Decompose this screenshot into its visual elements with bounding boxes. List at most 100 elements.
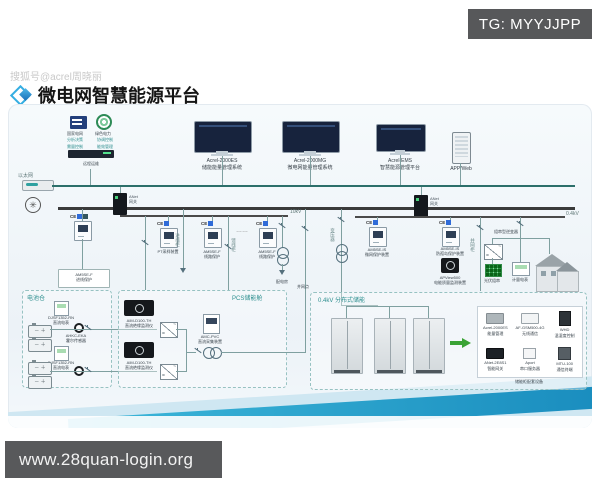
wire: [176, 329, 186, 330]
ce-badge: CE: [70, 214, 89, 219]
wire: [492, 238, 493, 244]
acc-name: 温湿度控制: [554, 332, 575, 338]
pcs-converter-icon: [160, 322, 178, 338]
monitor-stand: [304, 151, 316, 154]
device-model: APView500: [439, 275, 461, 280]
device-name: 电能质量监测装置: [434, 280, 466, 286]
bus-10kv-label: 10kV: [290, 209, 302, 215]
wire: [520, 238, 521, 262]
bus-04kv-label: 0.4kV: [566, 211, 579, 217]
wire: [82, 209, 83, 221]
app-label: APP/Web: [450, 166, 472, 172]
main-bus: [58, 207, 575, 210]
battery-icon: [28, 360, 52, 375]
down-arrow-icon: [279, 270, 285, 278]
wire: [460, 163, 461, 185]
device-name: 直流采集装置: [198, 339, 222, 345]
cabinet-vlabel: 馈线柜: [231, 238, 237, 252]
ems-device-icon: [486, 313, 505, 325]
ce-badge: CE: [366, 220, 379, 225]
wire: [222, 156, 223, 185]
ce-badge: CE: [439, 220, 452, 225]
device-name: 直流绝缘监测仪: [125, 365, 153, 371]
monitor-name: 储能能量管理系统: [202, 165, 242, 171]
pv-string-icon: [485, 264, 502, 277]
hall-sensor-label: AHKC-EKA 霍尔传感器: [54, 333, 98, 343]
monitor-base: [211, 154, 233, 156]
battery-icon: [28, 323, 52, 338]
cloud-tag: 能效管理: [97, 144, 113, 149]
dc-meter-icon: [54, 301, 69, 316]
wire: [168, 216, 169, 224]
device-name: 霍尔传感器: [66, 338, 86, 344]
feeder-wire: [183, 209, 184, 269]
switch-icon: [278, 223, 286, 233]
monitor-label: Acrel-2000ES 储能能量管理系统: [189, 158, 255, 171]
device-model: AM5SE-IS: [367, 247, 387, 252]
acc-model: AF-GSM500-4G: [515, 325, 545, 331]
device-label: AM5SE-F 线路保护: [246, 249, 288, 259]
switch-icon: [194, 348, 202, 358]
acc-model: WHD: [559, 327, 570, 333]
gateway-model: ANet: [129, 194, 138, 199]
serial-server-icon: [523, 348, 537, 360]
device-name: 进线保护: [76, 277, 92, 283]
remote-server-label: 远程运维: [83, 161, 99, 166]
ethernet-switch-icon: [22, 180, 54, 191]
hall-sensor-icon: [74, 323, 84, 333]
device-model: AHKC-EKA: [65, 333, 87, 338]
wire: [346, 306, 347, 318]
grid-icon-label: 国家电网: [67, 131, 83, 136]
microgrid-protection-icon: [369, 227, 387, 247]
wire: [341, 305, 378, 306]
remote-server-icon: [68, 150, 114, 158]
storage-cabinet-icon: [413, 318, 445, 374]
inverter-label: 组串型逆变器: [494, 229, 518, 234]
monitor-name: 微电网能量管理系统: [287, 165, 332, 171]
cloud-tag: 需量控制: [67, 144, 83, 149]
dc-wire: [50, 371, 157, 372]
wire: [492, 238, 550, 239]
monitor-screen: [282, 121, 340, 153]
insulation-monitor-label: AIM-D100-TH 直流绝缘监测仪: [114, 360, 164, 370]
gateway-label: ANet 网关: [430, 196, 439, 207]
switch-icon: [84, 367, 92, 377]
wire: [282, 264, 283, 270]
feeder-wire: [480, 217, 481, 291]
wire: [400, 155, 401, 185]
window: [551, 271, 556, 276]
gateway-icon: [113, 193, 127, 215]
switch-icon: [84, 325, 92, 335]
device-model: AIM-D100-TH: [126, 318, 152, 323]
wave-base: [8, 416, 592, 428]
wire: [428, 306, 429, 318]
transformer-icon: [277, 254, 289, 266]
battery-room-title: 电池仓: [27, 296, 46, 302]
line-protection-device-icon: [204, 228, 222, 248]
dc-meter-label: DJSF1352-RN 直流电表: [38, 360, 84, 370]
device-label: APView500 电能质量监测装置: [425, 275, 475, 285]
device-name: 防孤岛保护装置: [436, 251, 464, 257]
device-name: 微网保护装置: [365, 252, 389, 258]
acc-model: MTU-100: [556, 361, 573, 367]
device-model: AMC-PVC: [200, 334, 220, 339]
cabinet-vlabel: 并网柜: [470, 238, 476, 252]
ce-badge: CE: [157, 221, 170, 226]
wire: [310, 156, 311, 185]
bus-10kv: [120, 215, 288, 217]
wire: [186, 329, 187, 372]
cloud-tag: 协调控制: [97, 137, 113, 142]
device-model: AM5SE-F: [203, 249, 221, 254]
platform-logo-icon: [9, 84, 34, 107]
cabinet-vlabel: 进线柜: [175, 233, 181, 247]
device-model: DJSF1352-RN: [47, 315, 74, 320]
switch-icon: [224, 244, 232, 254]
page-title: 微电网智慧能源平台: [38, 86, 200, 106]
ess-section-title: 0.4kV 分布式储能: [318, 298, 366, 304]
room-label: 配电房: [276, 279, 288, 284]
switch-icon: [337, 217, 345, 227]
